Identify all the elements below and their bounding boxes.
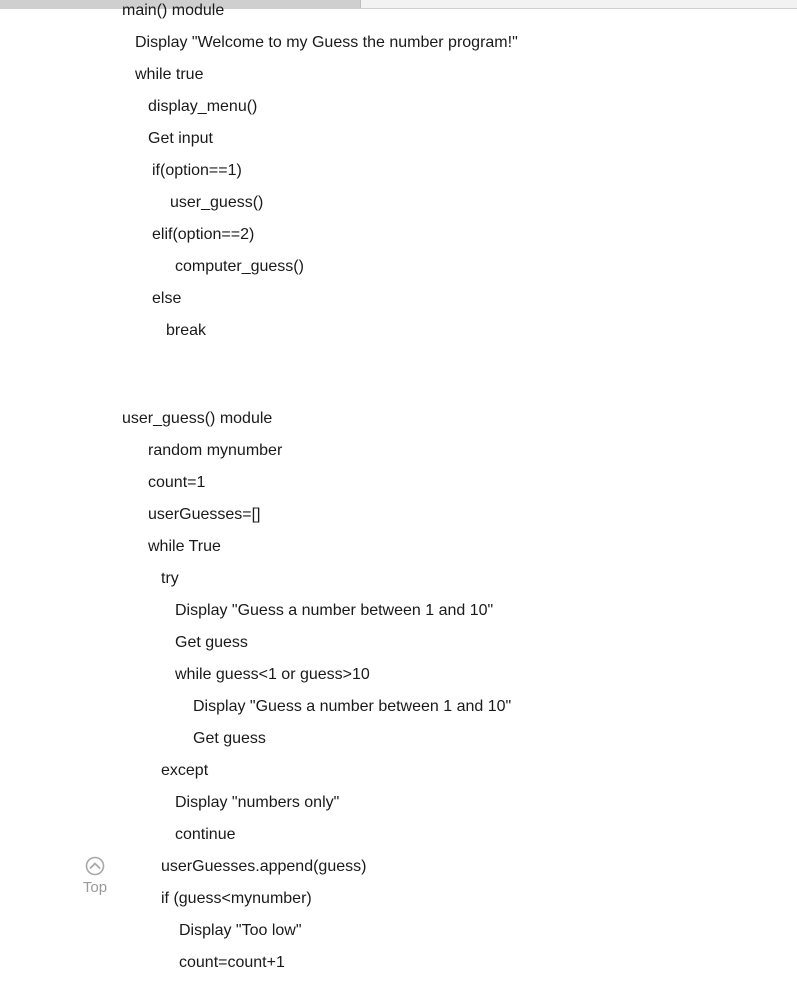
pseudocode-line: continue: [175, 826, 236, 843]
pseudocode-line: Display "Guess a number between 1 and 10…: [193, 698, 512, 715]
pseudocode-line: userGuesses.append(guess): [161, 858, 367, 875]
pseudocode-line: main() module: [122, 2, 225, 19]
scroll-to-top-label: Top: [82, 879, 108, 896]
pseudocode-line: try: [161, 570, 179, 587]
pseudocode-line: while true: [135, 66, 204, 83]
pseudocode-line: computer_guess(): [175, 258, 304, 275]
pseudocode-line: user_guess(): [170, 194, 264, 211]
pseudocode-line: Display "Guess a number between 1 and 10…: [175, 602, 494, 619]
pseudocode-line: break: [166, 322, 207, 339]
pseudocode-line: else: [152, 290, 182, 307]
pseudocode-line: Display "Welcome to my Guess the number …: [135, 34, 518, 51]
pseudocode-line: while True: [148, 538, 221, 555]
pseudocode-line: display_menu(): [148, 98, 258, 115]
pseudocode-line: Get input: [148, 130, 213, 147]
pseudocode-line: Get guess: [193, 730, 266, 747]
pseudocode-line: Display "Too low": [179, 922, 302, 939]
chevron-up-circle-icon: [85, 856, 105, 876]
pseudocode-line: except: [161, 762, 209, 779]
active-tab[interactable]: [0, 0, 361, 8]
browser-tab-strip: [0, 0, 797, 9]
pseudocode-line: if(option==1): [152, 162, 242, 179]
pseudocode-line: userGuesses=[]: [148, 506, 261, 523]
pseudocode-line: count=count+1: [179, 954, 285, 971]
scroll-to-top-button[interactable]: Top: [76, 853, 114, 903]
pseudocode-line: random mynumber: [148, 442, 283, 459]
pseudocode-line: user_guess() module: [122, 410, 273, 427]
pseudocode-line: count=1: [148, 474, 206, 491]
pseudocode-line: if (guess<mynumber): [161, 890, 312, 907]
pseudocode-line: while guess<1 or guess>10: [175, 666, 370, 683]
pseudocode-line: elif(option==2): [152, 226, 255, 243]
pseudocode-line: Display "numbers only": [175, 794, 340, 811]
pseudocode-line: Get guess: [175, 634, 248, 651]
